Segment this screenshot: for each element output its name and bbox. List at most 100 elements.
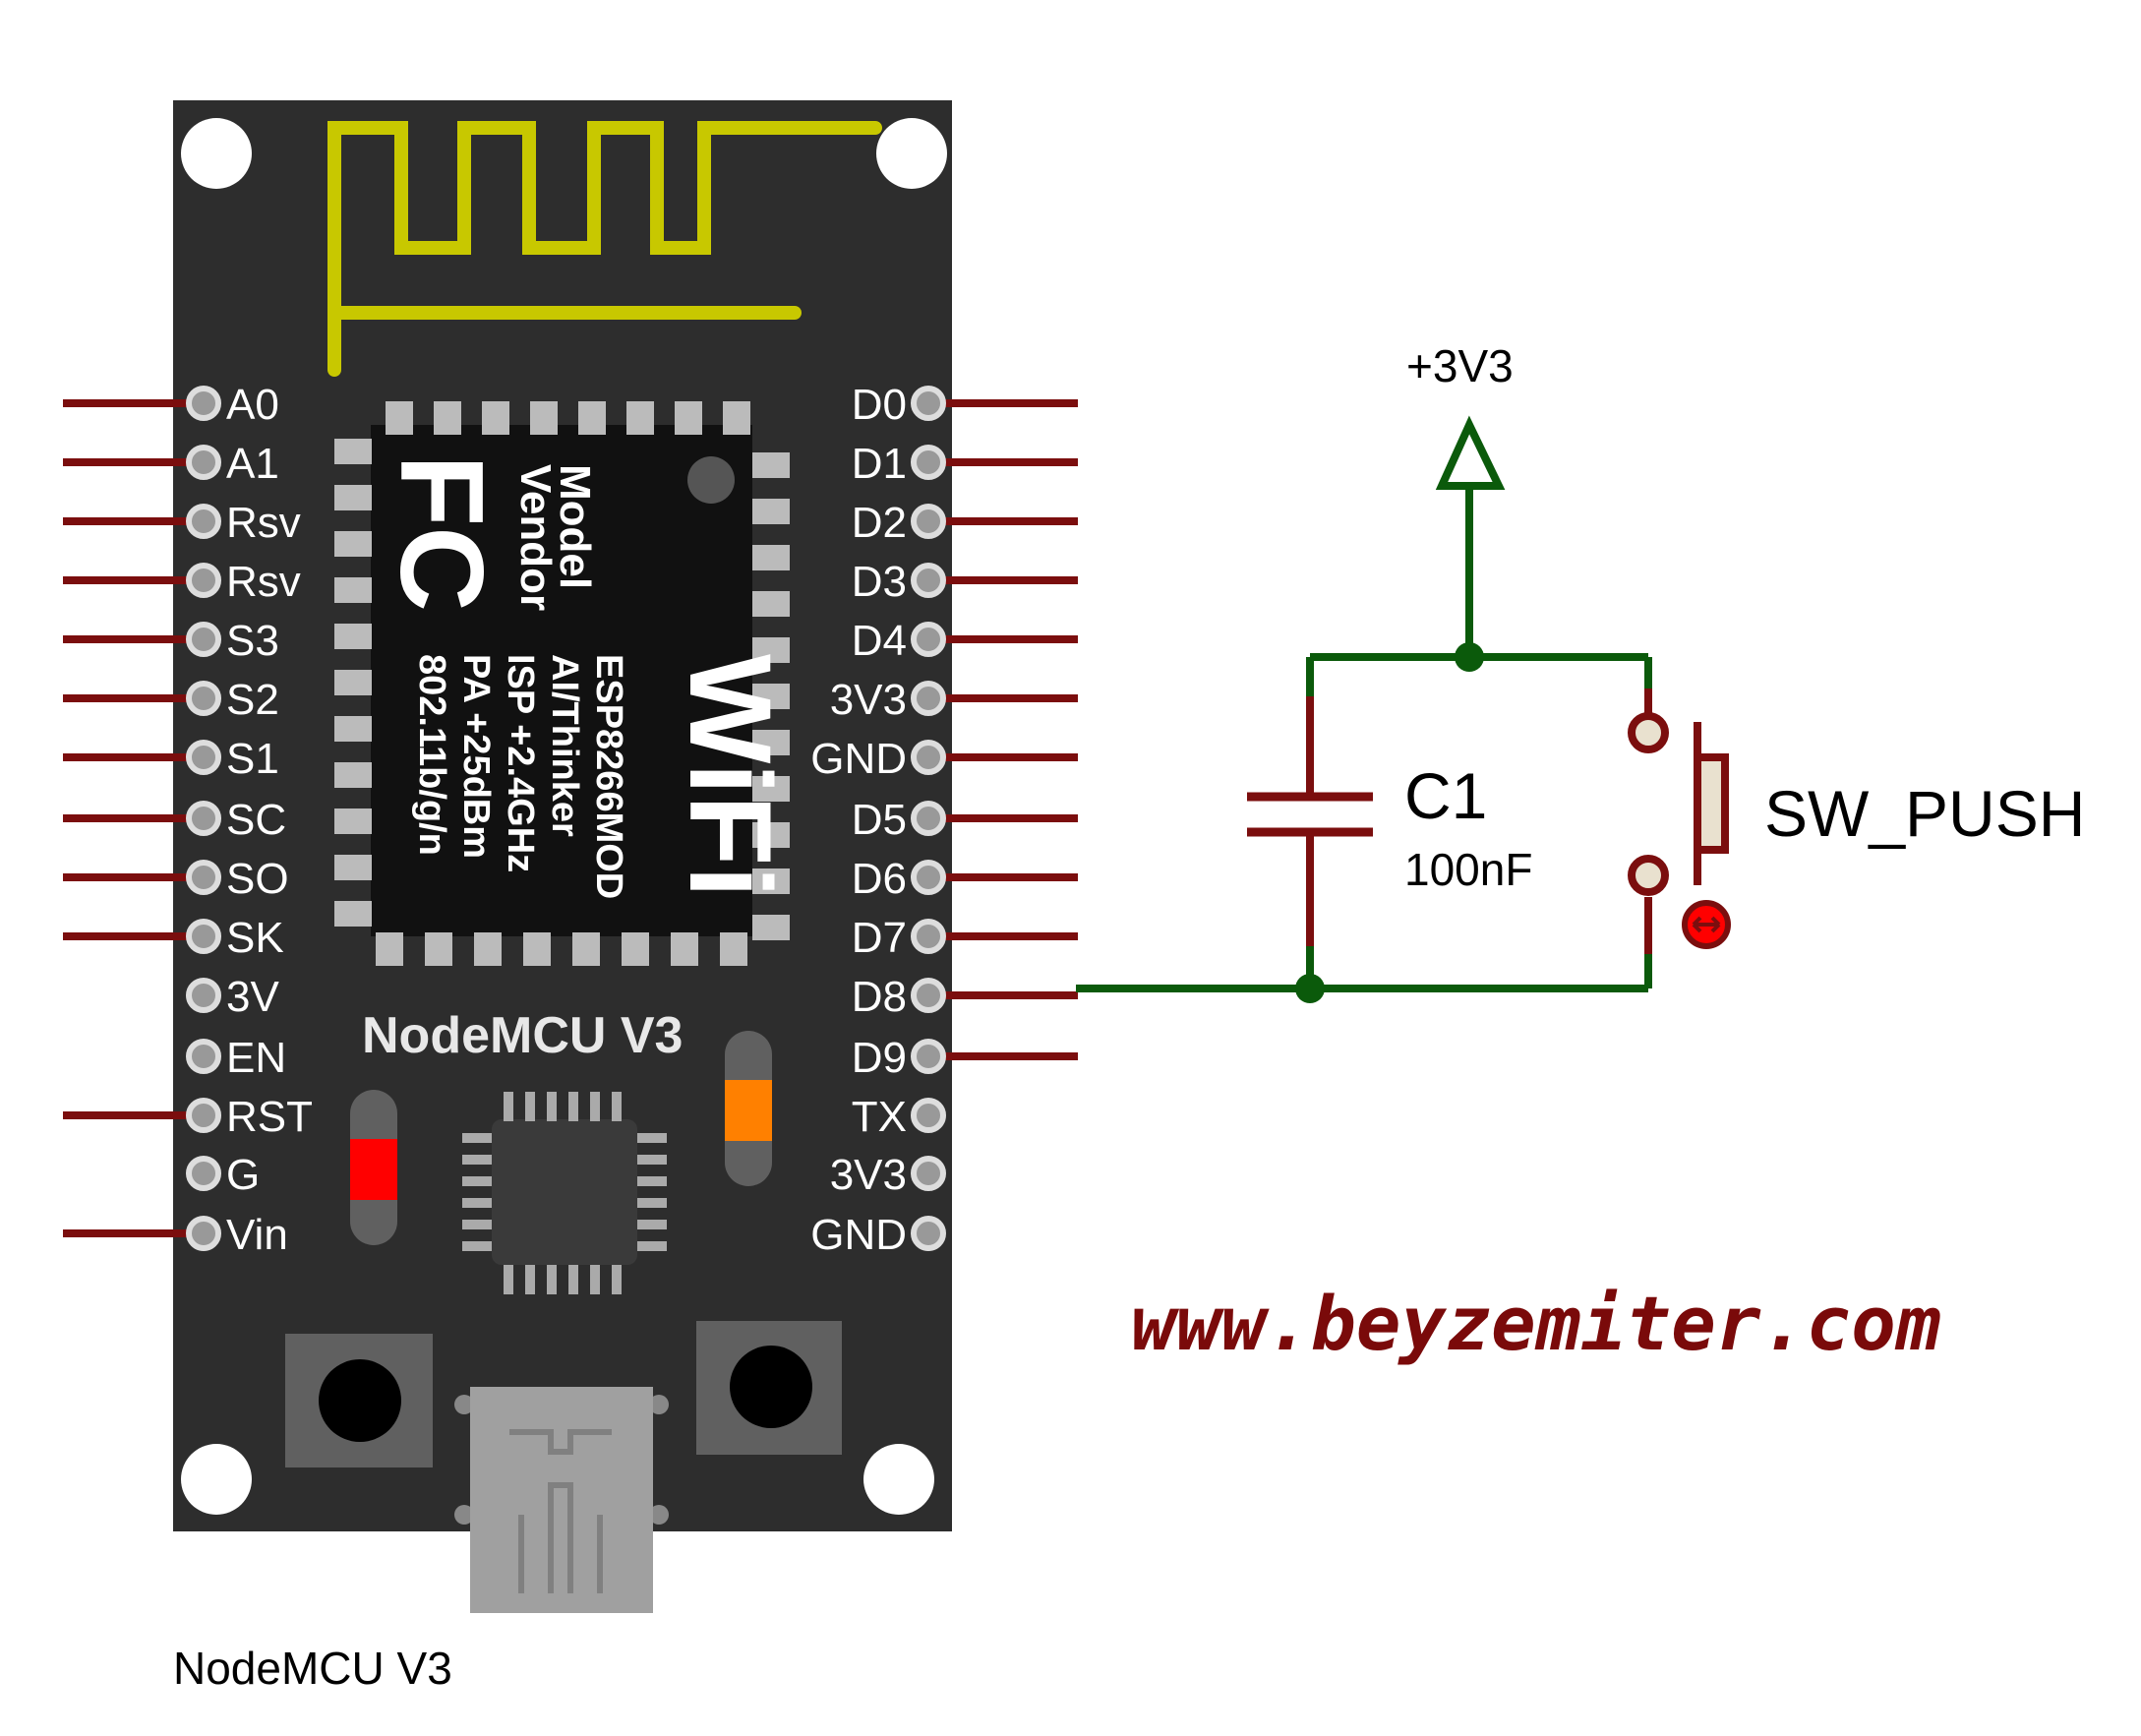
pin-pad-a1[interactable] <box>186 445 221 480</box>
pin-pad-d1[interactable] <box>911 445 946 480</box>
module-pad <box>671 932 698 966</box>
pin-pad-rsv[interactable] <box>186 504 221 539</box>
pin-pad-s2[interactable] <box>186 681 221 716</box>
pin-pad-3v[interactable] <box>186 978 221 1013</box>
module-line2: AI/Thinker <box>544 654 585 837</box>
module-pad <box>376 932 403 966</box>
module-body <box>371 425 752 936</box>
junction-dot <box>1295 974 1325 1003</box>
pin-label-so: SO <box>226 855 289 903</box>
pin-label-sc: SC <box>226 796 286 844</box>
chip-pin <box>612 1092 622 1121</box>
module-pad <box>752 591 790 617</box>
module-logo: FC <box>376 454 507 612</box>
chip-pin <box>590 1092 600 1121</box>
chip-pin <box>504 1092 513 1121</box>
pin-pad-s3[interactable] <box>186 622 221 657</box>
pin-pad-d6[interactable] <box>911 860 946 895</box>
flash-button[interactable] <box>285 1334 433 1467</box>
pin-pad-d3[interactable] <box>911 563 946 598</box>
pin-pad-d7[interactable] <box>911 919 946 954</box>
module-wifi-text: WiFi <box>665 654 795 898</box>
module-pad <box>425 932 452 966</box>
pin-pad-gnd[interactable] <box>911 740 946 775</box>
pin-label-en: EN <box>226 1034 286 1082</box>
pin-pad-en[interactable] <box>186 1039 221 1074</box>
module-pad <box>334 531 372 557</box>
module-pad <box>752 637 790 663</box>
usb-connector <box>454 1387 669 1613</box>
pin-pad-g[interactable] <box>186 1156 221 1191</box>
chip-pin <box>637 1155 667 1165</box>
module-pad <box>720 932 747 966</box>
mounting-hole <box>181 1444 252 1515</box>
pin-label-d0: D0 <box>852 381 907 429</box>
pin-pad-d0[interactable] <box>911 386 946 421</box>
pin-label-g: G <box>226 1151 260 1199</box>
module-pad <box>334 716 372 742</box>
module-line1: ESP8266MOD <box>588 654 629 899</box>
led-red <box>350 1090 397 1245</box>
module-pad <box>752 499 790 524</box>
module-pad <box>474 932 502 966</box>
website-url[interactable]: www.beyzemiter.com <box>1131 1280 1941 1367</box>
switch-actuator-icon[interactable] <box>1682 900 1731 949</box>
reset-button[interactable] <box>696 1321 842 1455</box>
pin-label-d3: D3 <box>852 558 907 606</box>
pin-label-gnd: GND <box>810 735 907 783</box>
module-pad <box>334 439 372 464</box>
module-line5: 802.11b/g/n <box>411 654 452 856</box>
pin-label-d8: D8 <box>852 973 907 1021</box>
pin-pad-3v3[interactable] <box>911 1156 946 1191</box>
nodemcu-board: FC Model Vendor WiFi ESP8266MOD AI/Think… <box>63 100 1078 1613</box>
usb-chip-body <box>492 1119 637 1265</box>
pin-label-d5: D5 <box>852 796 907 844</box>
module-line3: ISP +2.4GHz <box>500 654 541 872</box>
led-orange <box>725 1031 772 1186</box>
pin-label-gnd: GND <box>810 1211 907 1259</box>
module-pad <box>334 485 372 510</box>
chip-pin <box>547 1265 557 1294</box>
module-pad <box>752 545 790 570</box>
pin-label-sk: SK <box>226 914 284 962</box>
module-pad <box>572 932 600 966</box>
chip-pin <box>462 1133 492 1143</box>
pin-label-d9: D9 <box>852 1034 907 1082</box>
pin-pad-sk[interactable] <box>186 919 221 954</box>
chip-pin <box>590 1265 600 1294</box>
pin-pad-sc[interactable] <box>186 801 221 836</box>
module-model-text: Model <box>551 464 599 589</box>
chip-pin <box>462 1176 492 1186</box>
pin-pad-vin[interactable] <box>186 1216 221 1251</box>
pin-label-d7: D7 <box>852 914 907 962</box>
pin-pad-d4[interactable] <box>911 622 946 657</box>
pin-label-d1: D1 <box>852 440 907 488</box>
pin-label-rsv: Rsv <box>226 558 301 606</box>
pin-pad-d5[interactable] <box>911 801 946 836</box>
chip-pin <box>525 1265 535 1294</box>
pin-pad-d9[interactable] <box>911 1039 946 1074</box>
chip-pin <box>462 1155 492 1165</box>
chip-pin <box>547 1092 557 1121</box>
pin-label-tx: TX <box>852 1093 907 1141</box>
pin-pad-tx[interactable] <box>911 1098 946 1133</box>
chip-pin <box>525 1092 535 1121</box>
pin-label-3v3: 3V3 <box>830 676 907 724</box>
pin-label-a1: A1 <box>226 440 279 488</box>
pin-pad-so[interactable] <box>186 860 221 895</box>
module-pad <box>334 577 372 603</box>
pin-pad-rst[interactable] <box>186 1098 221 1133</box>
pin-pad-rsv[interactable] <box>186 563 221 598</box>
pin-pad-3v3[interactable] <box>911 681 946 716</box>
pin-pad-d8[interactable] <box>911 978 946 1013</box>
pin-pad-s1[interactable] <box>186 740 221 775</box>
pin-pad-gnd[interactable] <box>911 1216 946 1251</box>
pin-pad-a0[interactable] <box>186 386 221 421</box>
usb-chip-pins <box>462 1092 667 1294</box>
chip-pin <box>462 1220 492 1229</box>
pin-pad-d2[interactable] <box>911 504 946 539</box>
module-pad <box>752 730 790 755</box>
module-pad <box>482 401 509 435</box>
module-pad <box>675 401 702 435</box>
